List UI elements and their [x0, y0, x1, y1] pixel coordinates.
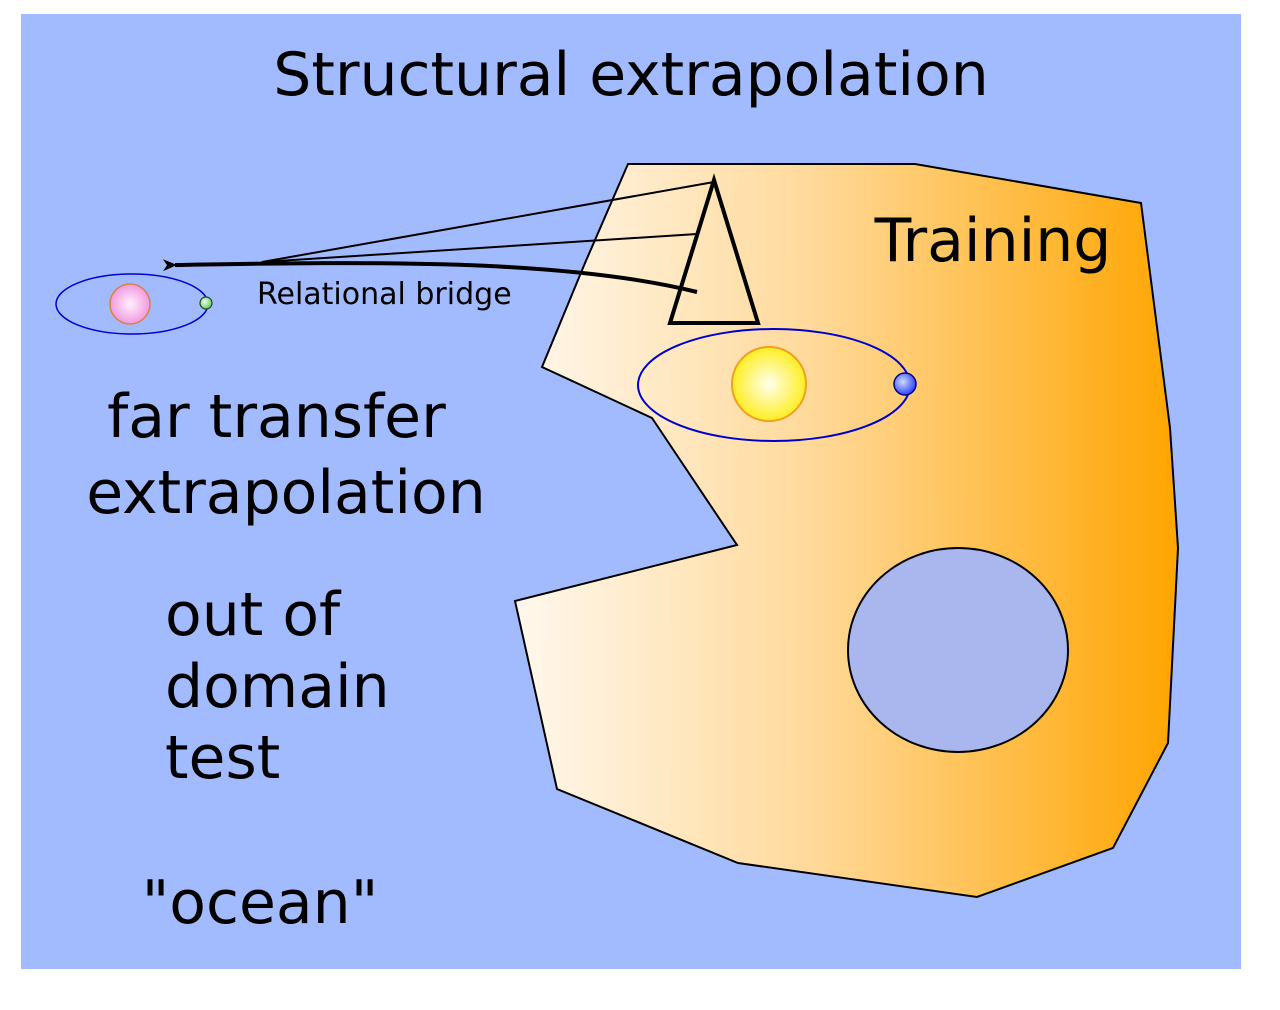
planet-icon [893, 372, 917, 396]
far-transfer-label: far transfer extrapolation [86, 382, 486, 528]
far-star-icon [109, 283, 151, 325]
far-planet-icon [199, 296, 213, 310]
far-transfer-line-2: extrapolation [86, 458, 486, 528]
untrained-hole [847, 547, 1069, 753]
relation-triangle [667, 173, 761, 325]
out-of-domain-label: out of domain test [165, 580, 409, 793]
out-of-domain-line-3: test [165, 723, 280, 793]
projection-line-middle [261, 233, 698, 263]
training-label: Training [874, 206, 1112, 276]
projection-line-top [261, 181, 715, 263]
relational-bridge-arrow [162, 259, 698, 294]
relational-bridge-label: Relational bridge [257, 277, 512, 312]
ocean-label: "ocean" [142, 868, 379, 938]
out-of-domain-line-2: domain [165, 652, 390, 722]
far-transfer-line-1: far transfer [107, 382, 446, 452]
sun-icon [731, 346, 807, 422]
out-of-domain-line-1: out of [165, 580, 342, 650]
diagram-title: Structural extrapolation [273, 40, 989, 110]
